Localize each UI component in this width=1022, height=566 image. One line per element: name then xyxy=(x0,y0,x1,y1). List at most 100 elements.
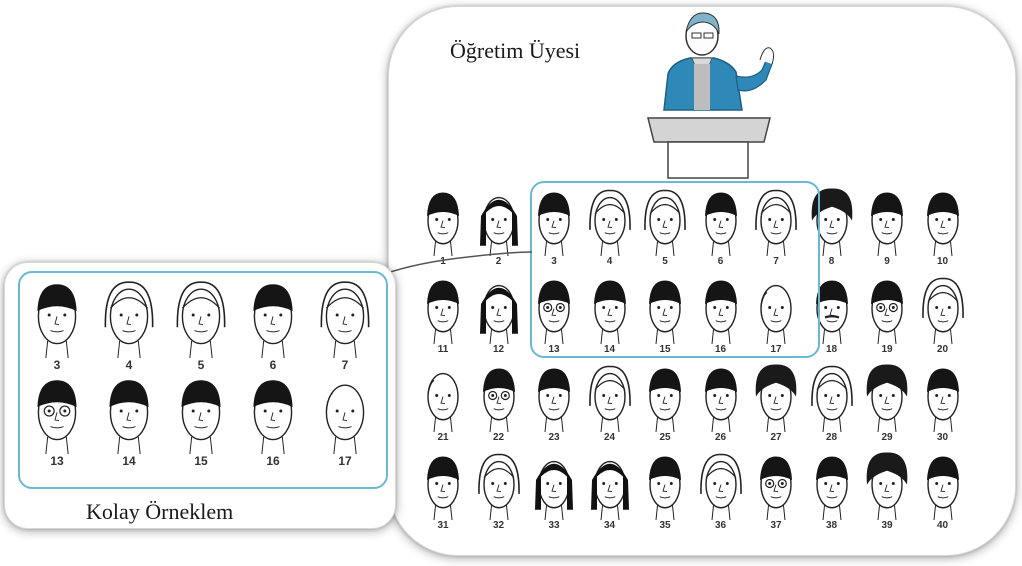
face-illustration xyxy=(640,452,690,520)
face-number: 36 xyxy=(714,520,727,531)
sample-label: Kolay Örneklem xyxy=(86,499,234,524)
sample-person-3: 3 xyxy=(26,278,88,374)
face-number: 13 xyxy=(50,454,64,468)
face-number: 24 xyxy=(603,432,616,443)
person-18: 18 xyxy=(807,276,857,360)
sample-person-14: 14 xyxy=(98,374,160,470)
face-number: 6 xyxy=(269,358,277,372)
person-35: 35 xyxy=(640,452,690,536)
face-number: 37 xyxy=(770,520,782,531)
face-illustration xyxy=(418,452,468,520)
face-number: 9 xyxy=(884,256,890,267)
person-33: 33 xyxy=(529,452,579,536)
face-illustration xyxy=(98,374,160,454)
face-illustration xyxy=(918,452,968,520)
person-23: 23 xyxy=(529,364,579,448)
face-illustration xyxy=(862,452,912,520)
person-9: 9 xyxy=(862,188,912,272)
face-number: 13 xyxy=(548,344,560,355)
person-2: 2 xyxy=(474,188,524,272)
face-number: 40 xyxy=(936,520,949,531)
face-illustration xyxy=(585,452,635,520)
face-number: 18 xyxy=(825,344,838,355)
face-illustration xyxy=(529,364,579,432)
face-illustration xyxy=(640,276,690,344)
face-illustration xyxy=(474,188,524,256)
face-illustration xyxy=(918,276,968,344)
face-illustration xyxy=(918,364,968,432)
face-illustration xyxy=(807,452,857,520)
face-illustration xyxy=(751,276,801,344)
face-number: 20 xyxy=(936,344,949,355)
face-illustration xyxy=(242,374,304,454)
person-12: 12 xyxy=(474,276,524,360)
person-24: 24 xyxy=(585,364,635,448)
person-19: 19 xyxy=(862,276,912,360)
face-number: 17 xyxy=(338,454,352,468)
face-number: 7 xyxy=(341,358,349,372)
person-14: 14 xyxy=(585,276,635,360)
person-13: 13 xyxy=(529,276,579,360)
face-illustration xyxy=(474,452,524,520)
person-17: 17 xyxy=(751,276,801,360)
face-illustration xyxy=(862,188,912,256)
face-number: 1 xyxy=(440,256,446,267)
lecturer-label: Öğretim Üyesi xyxy=(450,38,581,63)
face-illustration xyxy=(696,364,746,432)
face-illustration xyxy=(529,452,579,520)
face-illustration xyxy=(26,374,88,454)
sample-person-17: 17 xyxy=(314,374,376,470)
face-number: 34 xyxy=(603,520,616,531)
face-number: 11 xyxy=(437,344,449,355)
sample-person-4: 4 xyxy=(98,278,160,374)
face-illustration xyxy=(696,452,746,520)
face-number: 7 xyxy=(773,256,779,267)
face-illustration xyxy=(170,374,232,454)
person-39: 39 xyxy=(862,452,912,536)
person-40: 40 xyxy=(918,452,968,536)
face-illustration xyxy=(807,364,857,432)
face-illustration xyxy=(418,276,468,344)
person-3: 3 xyxy=(529,188,579,272)
face-number: 28 xyxy=(825,432,838,443)
sample-person-16: 16 xyxy=(242,374,304,470)
face-number: 8 xyxy=(828,256,835,267)
face-number: 12 xyxy=(492,344,505,355)
face-illustration xyxy=(640,188,690,256)
person-8: 8 xyxy=(807,188,857,272)
person-11: 11 xyxy=(418,276,468,360)
person-31: 31 xyxy=(418,452,468,536)
face-number: 23 xyxy=(548,432,560,443)
face-illustration xyxy=(751,452,801,520)
face-illustration xyxy=(696,188,746,256)
face-number: 10 xyxy=(936,256,949,267)
face-illustration xyxy=(242,278,304,358)
person-32: 32 xyxy=(474,452,524,536)
face-illustration xyxy=(585,364,635,432)
face-number: 16 xyxy=(266,454,280,468)
face-illustration xyxy=(170,278,232,358)
person-38: 38 xyxy=(807,452,857,536)
face-number: 3 xyxy=(551,256,557,267)
face-number: 32 xyxy=(492,520,505,531)
face-number: 5 xyxy=(662,256,668,267)
face-illustration xyxy=(529,276,579,344)
face-illustration xyxy=(98,278,160,358)
face-number: 2 xyxy=(495,256,502,267)
person-21: 21 xyxy=(418,364,468,448)
face-number: 15 xyxy=(659,344,671,355)
face-number: 4 xyxy=(125,358,133,372)
face-number: 14 xyxy=(122,454,136,468)
person-6: 6 xyxy=(696,188,746,272)
face-number: 26 xyxy=(714,432,727,443)
face-illustration xyxy=(696,276,746,344)
person-29: 29 xyxy=(862,364,912,448)
face-number: 29 xyxy=(881,432,893,443)
face-illustration xyxy=(585,276,635,344)
sample-person-15: 15 xyxy=(170,374,232,470)
face-number: 6 xyxy=(717,256,724,267)
person-7: 7 xyxy=(751,188,801,272)
face-illustration xyxy=(418,364,468,432)
face-illustration xyxy=(862,364,912,432)
